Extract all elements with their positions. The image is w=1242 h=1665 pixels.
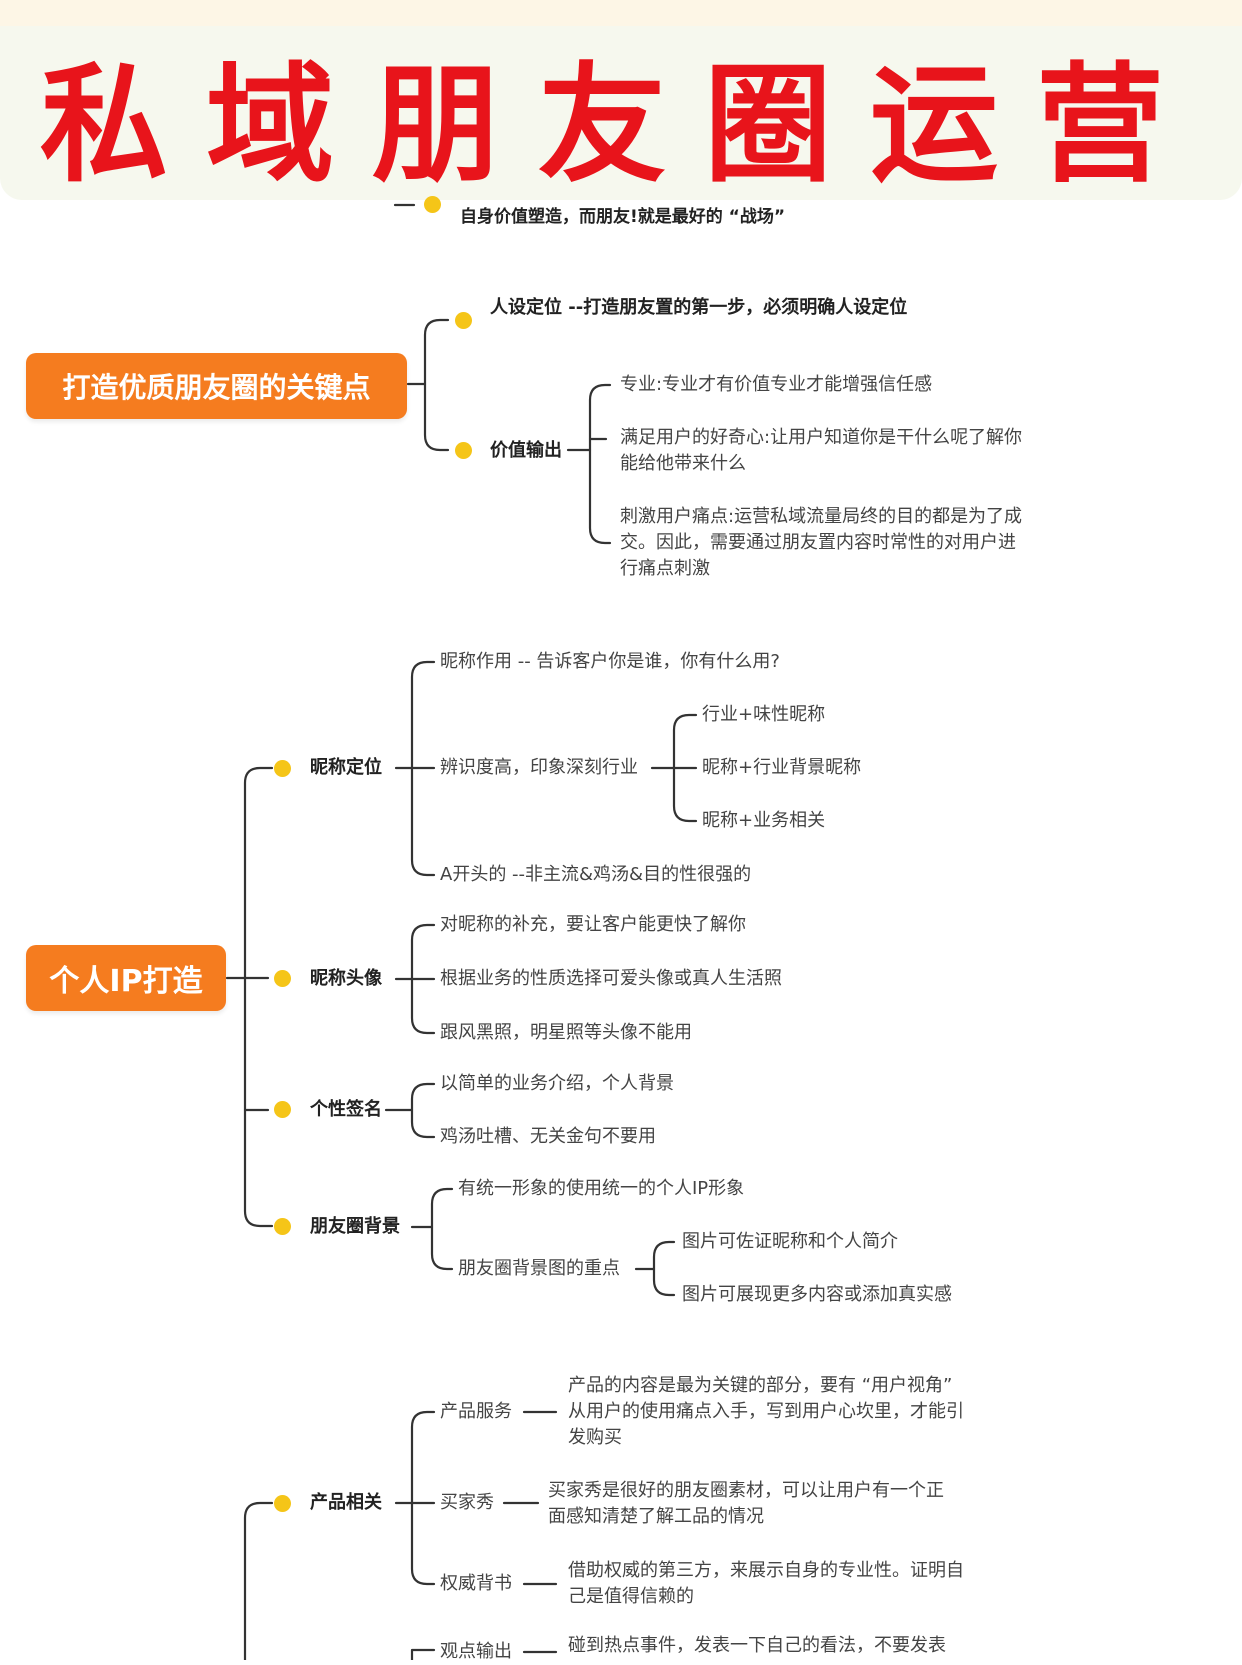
background-sub-2: 图片可展现更多内容或添加真实感 bbox=[682, 1284, 952, 1305]
background-unified: 有统一形象的使用统一的个人IP形象 bbox=[458, 1178, 745, 1199]
avatar-item-2: 根据业务的性质选择可爱头像或真人生活照 bbox=[440, 968, 782, 989]
avatar-node: 昵称头像 bbox=[310, 968, 382, 989]
bullet-dot bbox=[274, 1495, 291, 1512]
nickname-sub-2: 昵称+行业背景昵称 bbox=[702, 757, 862, 778]
nickname-node: 昵称定位 bbox=[310, 757, 382, 778]
bullet-dot bbox=[274, 970, 291, 987]
buyer-show-text: 买家秀是很好的朋友圈素材，可以让用户有一个正面感知清楚了解工品的情况 bbox=[548, 1480, 944, 1527]
bullet-dot bbox=[455, 312, 472, 329]
root-node-label: 个人IP打造 bbox=[49, 964, 203, 999]
bullet-dot bbox=[274, 1101, 291, 1118]
nickname-sub-3: 昵称+业务相关 bbox=[702, 810, 826, 831]
opinion-text: 碰到热点事件，发表一下自己的看法，不要发表 bbox=[568, 1635, 946, 1656]
root-node-label: 打造优质朋友圈的关键点 bbox=[62, 371, 371, 404]
nickname-role: 昵称作用 -- 告诉客户你是谁，你有什么用? bbox=[440, 651, 780, 672]
authority-node: 权威背书 bbox=[440, 1573, 512, 1594]
bullet-dot bbox=[274, 1218, 291, 1235]
value-item-pain-point: 刺激用户痛点:运营私域流量局终的目的都是为了成交。因此，需要通过朋友置内容时常性… bbox=[620, 506, 1023, 579]
authority-text: 借助权威的第三方，来展示自身的专业性。证明自己是值得信赖的 bbox=[568, 1560, 964, 1607]
bullet-dot bbox=[424, 196, 441, 213]
product-node: 产品相关 bbox=[310, 1492, 382, 1513]
persona-node: 人设定位 --打造朋友置的第一步，必须明确人设定位 bbox=[490, 297, 908, 318]
value-output-node: 价值输出 bbox=[490, 440, 562, 461]
top-strip bbox=[0, 0, 1242, 26]
bullet-dot bbox=[274, 760, 291, 777]
signature-item-1: 以简单的业务介绍，个人背景 bbox=[440, 1073, 674, 1094]
background-focus: 朋友圈背景图的重点 bbox=[458, 1258, 620, 1279]
signature-item-2: 鸡汤吐槽、无关金句不要用 bbox=[440, 1126, 656, 1147]
root-node-personal-ip: 个人IP打造 bbox=[26, 945, 226, 1011]
top-item-text: 自身价值塑造，而朋友!就是最好的 “战场” bbox=[460, 207, 786, 227]
nickname-memorable: 辨识度高，印象深刻行业 bbox=[440, 757, 638, 778]
page-title: 私域朋友圈运营 bbox=[39, 50, 1202, 200]
opinion-node: 观点输出 bbox=[440, 1641, 512, 1662]
background-node: 朋友圈背景 bbox=[310, 1216, 400, 1237]
value-item-professional: 专业:专业才有价值专业才能增强信任感 bbox=[620, 374, 933, 395]
avatar-item-1: 对昵称的补充，要让客户能更快了解你 bbox=[440, 914, 746, 935]
root-node-key-points: 打造优质朋友圈的关键点 bbox=[26, 353, 407, 419]
nickname-sub-1: 行业+味性昵称 bbox=[702, 704, 826, 725]
service-text: 产品的内容是最为关键的部分，要有 “用户视角” 从用户的使用痛点入手，写到用户心… bbox=[568, 1375, 964, 1448]
bullet-dot bbox=[455, 442, 472, 459]
title-banner: 私域朋友圈运营 bbox=[0, 26, 1242, 200]
signature-node: 个性签名 bbox=[310, 1099, 382, 1120]
background-sub-1: 图片可佐证昵称和个人简介 bbox=[682, 1231, 898, 1252]
avatar-item-3: 跟风黑照，明星照等头像不能用 bbox=[440, 1022, 692, 1043]
buyer-show-node: 买家秀 bbox=[440, 1492, 494, 1513]
nickname-a-prefix: A开头的 --非主流&鸡汤&目的性很强的 bbox=[440, 864, 752, 885]
service-node: 产品服务 bbox=[440, 1401, 512, 1422]
value-item-curiosity: 满足用户的好奇心:让用户知道你是干什么呢了解你能给他带来什么 bbox=[620, 427, 1023, 474]
